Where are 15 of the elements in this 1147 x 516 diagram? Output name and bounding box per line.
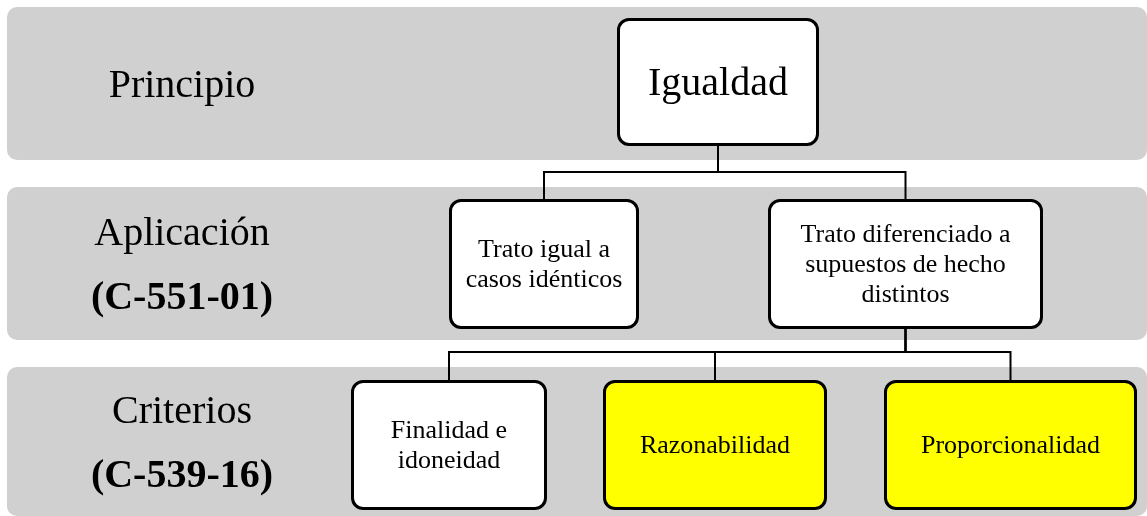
case-reference: (C-539-16): [90, 449, 274, 498]
row-band: [7, 187, 1147, 340]
row-band: [7, 7, 1147, 160]
highlighted-box: Proporcionalidad: [884, 380, 1137, 510]
concept-box: Trato diferenciado a supuestos de hecho distintos: [768, 199, 1043, 329]
row-band: [7, 367, 1147, 516]
row-heading: Principio: [108, 59, 256, 108]
connector-line: [904, 328, 1012, 381]
case-reference: (C-551-01): [90, 271, 274, 320]
row-heading: Criterios: [112, 385, 252, 434]
concept-box: Igualdad: [617, 18, 819, 146]
concept-box: Finalidad e idoneidad: [351, 380, 547, 510]
concept-box: Trato igual a casos idénticos: [449, 199, 639, 329]
row-heading: Aplicación: [94, 207, 270, 256]
highlighted-box: Razonabilidad: [603, 380, 827, 510]
